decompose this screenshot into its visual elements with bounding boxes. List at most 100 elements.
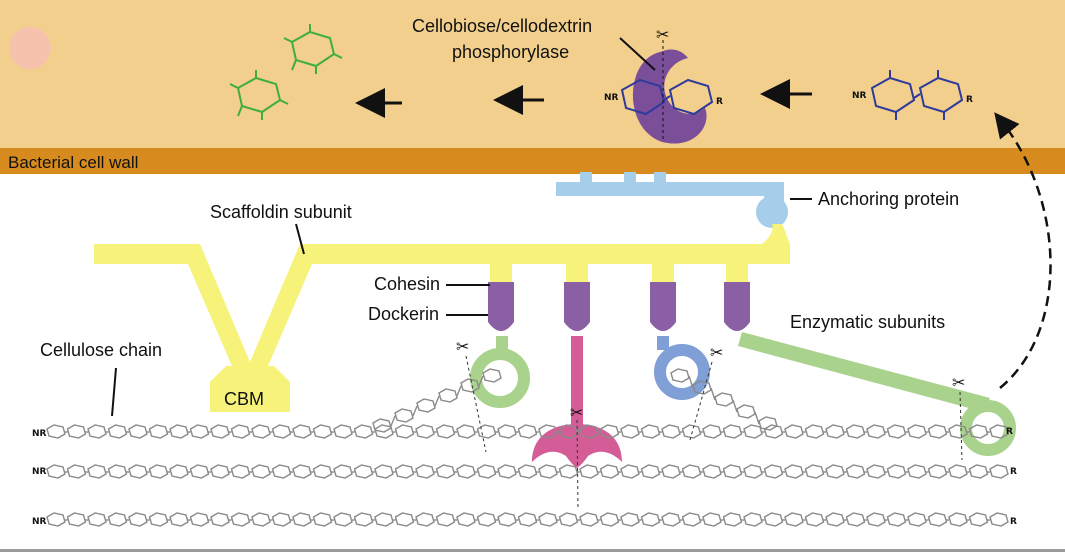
glucose-ring bbox=[374, 424, 394, 439]
glucose-ring bbox=[416, 398, 436, 413]
glucose-ring bbox=[558, 464, 579, 479]
glycosidic-bond bbox=[390, 415, 396, 427]
glycosidic-bond bbox=[434, 395, 440, 407]
glucose-ring bbox=[312, 512, 333, 527]
glucose-ring bbox=[886, 464, 907, 479]
glucose-ring bbox=[866, 424, 886, 439]
glucose-ring bbox=[825, 464, 845, 479]
glucose-ring bbox=[230, 424, 251, 439]
glycosidic-bond bbox=[710, 387, 716, 401]
cohesin-label: Cohesin bbox=[374, 274, 440, 294]
glucose-ring bbox=[333, 424, 353, 439]
scissors-icon: ✂ bbox=[456, 339, 469, 356]
enzyme-linker-blue bbox=[657, 336, 669, 350]
glucose-ring bbox=[517, 464, 538, 479]
glucose-ring bbox=[189, 464, 210, 479]
glucose-ring bbox=[353, 512, 374, 527]
glucose-ring bbox=[353, 464, 374, 479]
cellulose-label: Cellulose chain bbox=[40, 340, 162, 360]
glycosidic-bond bbox=[688, 375, 694, 389]
cbm-domain bbox=[210, 366, 290, 412]
anchoring-protein-bar bbox=[556, 182, 784, 196]
glucose-ring bbox=[456, 512, 476, 527]
glucose-ring bbox=[353, 424, 374, 439]
glucose-ring bbox=[763, 424, 784, 439]
dockerin bbox=[564, 282, 590, 331]
glucose-ring bbox=[435, 512, 456, 527]
glucose-ring bbox=[702, 464, 722, 479]
glucose-ring bbox=[517, 424, 538, 439]
glucose-ring bbox=[66, 424, 87, 439]
glucose-molecule-upper bbox=[283, 24, 343, 74]
glucose-ring bbox=[722, 512, 743, 527]
glycosidic-bond bbox=[456, 385, 462, 397]
enzyme-green-ring-1 bbox=[470, 348, 530, 408]
nr-label-chain-1: NR bbox=[32, 429, 47, 439]
glucose-ring bbox=[989, 464, 1009, 479]
glucose-ring bbox=[640, 512, 661, 527]
bottom-rule bbox=[0, 549, 1065, 552]
glucose-ring bbox=[948, 424, 968, 439]
r-label-chain-1: R bbox=[1006, 427, 1013, 437]
enzyme-linker-pink bbox=[571, 336, 583, 428]
glucose-ring bbox=[989, 424, 1009, 439]
scissors-icon: ✂ bbox=[952, 375, 965, 392]
glucose-ring bbox=[148, 512, 169, 527]
scaffoldin-leader-line bbox=[295, 223, 305, 255]
glycosidic-bond bbox=[732, 399, 738, 413]
glucose-ring bbox=[640, 464, 661, 479]
glucose-ring bbox=[907, 464, 927, 479]
glucose-ring bbox=[927, 424, 948, 439]
r-label-chain-3: R bbox=[1010, 517, 1017, 527]
glucose-ring bbox=[661, 424, 681, 439]
glucose-ring bbox=[87, 512, 107, 527]
glucose-ring bbox=[579, 464, 599, 479]
glucose-ring bbox=[804, 424, 825, 439]
glucose-ring bbox=[538, 464, 558, 479]
glucose-ring bbox=[271, 424, 292, 439]
cell-blob bbox=[9, 27, 51, 69]
glucose-ring bbox=[845, 512, 866, 527]
glucose-ring bbox=[374, 512, 394, 527]
glycosidic-bond bbox=[478, 375, 484, 387]
glucose-ring bbox=[46, 512, 66, 527]
glucose-ring bbox=[46, 424, 66, 439]
glucose-ring bbox=[415, 464, 435, 479]
glucose-ring bbox=[497, 424, 517, 439]
glucose-ring bbox=[46, 464, 66, 479]
glucose-ring bbox=[948, 512, 968, 527]
anchoring-prong bbox=[654, 172, 666, 184]
glucose-ring bbox=[784, 424, 804, 439]
glucose-ring bbox=[758, 416, 778, 431]
glucose-ring bbox=[394, 424, 415, 439]
glucose-ring bbox=[476, 424, 497, 439]
glucose-ring bbox=[579, 512, 599, 527]
nr-label-chain-3: NR bbox=[32, 517, 47, 527]
glucose-ring bbox=[763, 464, 784, 479]
scissors-icon: ✂ bbox=[570, 405, 583, 422]
nr-label-enzyme: NR bbox=[604, 93, 619, 103]
glucose-ring bbox=[886, 512, 907, 527]
glucose-ring bbox=[497, 512, 517, 527]
glucose-ring bbox=[866, 512, 886, 527]
anchoring-prong bbox=[624, 172, 636, 184]
cellobiose-in-enzyme bbox=[620, 78, 714, 116]
glucose-ring bbox=[681, 424, 702, 439]
glucose-ring bbox=[148, 464, 169, 479]
glucose-ring bbox=[722, 424, 743, 439]
glucose-ring bbox=[538, 424, 558, 439]
glucose-ring bbox=[312, 464, 333, 479]
scaffoldin-backbone bbox=[94, 244, 790, 380]
glucose-ring bbox=[435, 464, 456, 479]
dockerin bbox=[650, 282, 676, 331]
glucose-ring bbox=[714, 392, 734, 407]
cell-wall-label: Bacterial cell wall bbox=[8, 153, 138, 172]
glucose-ring bbox=[292, 424, 312, 439]
glucose-ring bbox=[702, 512, 722, 527]
glucose-ring bbox=[415, 512, 435, 527]
glucose-ring bbox=[460, 378, 480, 393]
glucose-ring bbox=[743, 512, 763, 527]
scissors-icon: ✂ bbox=[656, 27, 669, 44]
glucose-ring bbox=[251, 512, 271, 527]
dockerin bbox=[488, 282, 514, 331]
